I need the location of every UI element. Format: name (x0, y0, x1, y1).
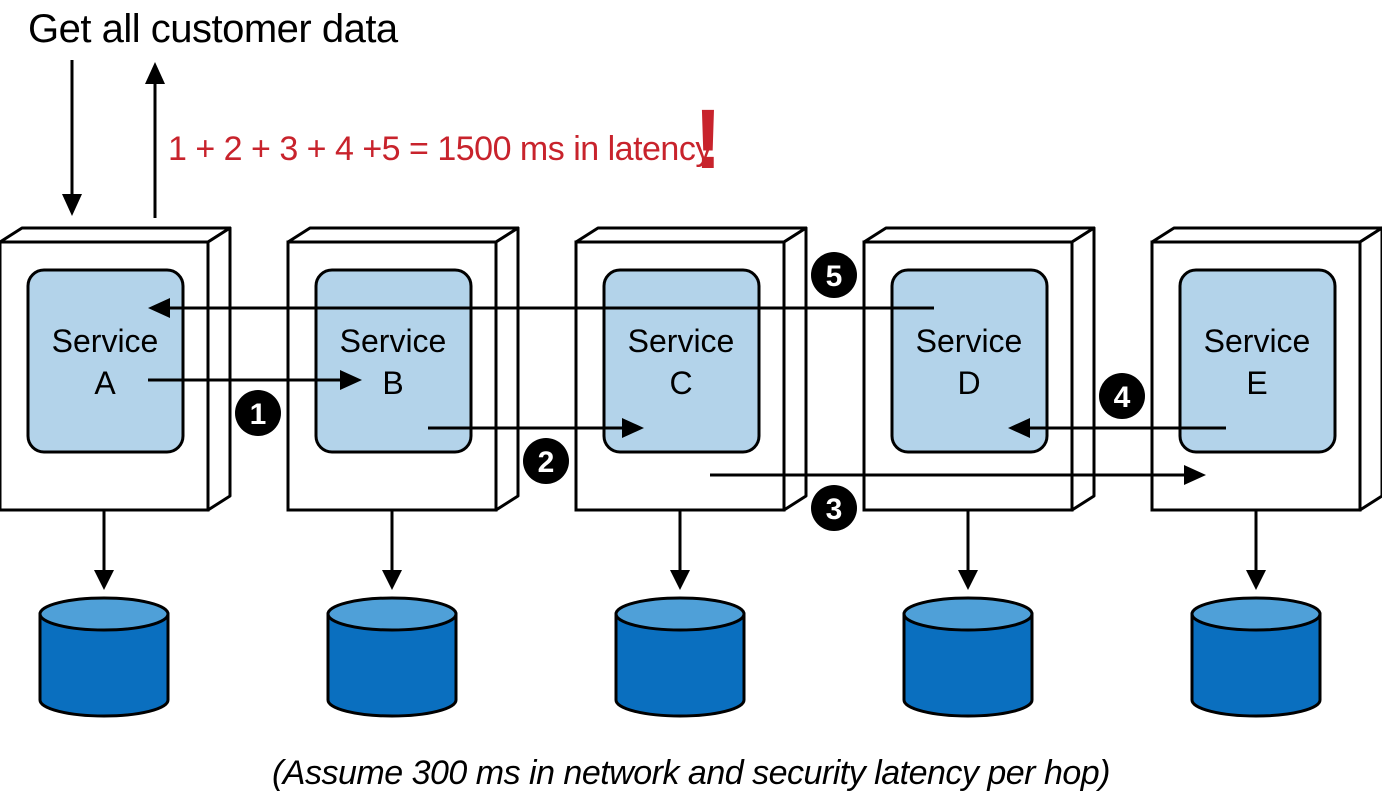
service-label-line1: Service (52, 323, 159, 359)
hop-badge-number: 4 (1114, 381, 1131, 414)
database-e (1190, 510, 1322, 718)
service-box-top-face (0, 226, 232, 244)
hop-badge-circle (523, 438, 569, 484)
service-label-line1: Service (916, 323, 1023, 359)
database-cylinder-body (38, 612, 170, 718)
database-cylinder-top (326, 596, 458, 632)
hop-badge-circle (811, 485, 857, 531)
service-label-line1: Service (628, 323, 735, 359)
db-connector-arrowhead (1246, 570, 1266, 590)
service-box-top-face (1150, 226, 1382, 244)
service-label-line1: Service (1204, 323, 1311, 359)
latency-formula: 1 + 2 + 3 + 4 +5 = 1500 ms in latency (168, 130, 712, 168)
service-box-top-face (862, 226, 1096, 244)
hop-arrows (148, 298, 1226, 485)
service-label-line2: B (382, 365, 403, 401)
service-box-side-face (1070, 226, 1096, 512)
service-label-line2: A (94, 365, 116, 401)
service-box-side-face (1358, 226, 1382, 512)
database-cylinder-top (1190, 596, 1322, 632)
db-connector-arrowhead (958, 570, 978, 590)
footnote: (Assume 300 ms in network and security l… (272, 754, 1110, 792)
service-label-line2: C (669, 365, 692, 401)
exclamation-mark: ! (694, 92, 722, 186)
hop-badge-3: 3 (811, 485, 857, 531)
service-box-side-face (206, 226, 232, 512)
database-cylinder-body (902, 612, 1034, 718)
service-box-top-face (574, 226, 808, 244)
service-label-line1: Service (340, 323, 447, 359)
hop-badge-number: 1 (250, 398, 267, 431)
database-c (614, 510, 746, 718)
hop-badge-circle (1099, 373, 1145, 419)
hop-arrow-3 (710, 465, 1206, 485)
database-cylinder-top (38, 596, 170, 632)
database-cylinder-top (614, 596, 746, 632)
database-cylinder-body (1190, 612, 1322, 718)
db-connector-arrowhead (94, 570, 114, 590)
hop-badge-number: 2 (538, 446, 555, 479)
service-panel (1178, 268, 1337, 454)
hop-badge-number: 3 (826, 493, 843, 526)
service-panel (890, 268, 1049, 454)
hop-badge-4: 4 (1099, 373, 1145, 419)
database-b (326, 510, 458, 718)
hop-arrow-1 (148, 370, 362, 390)
database-d (902, 510, 1034, 718)
service-box-side-face (494, 226, 520, 512)
hop-badge-circle (235, 390, 281, 436)
database-cylinder-body (614, 612, 746, 718)
database-a (38, 510, 170, 718)
hop-arrow-2 (428, 418, 644, 438)
hop-badge-1: 1 (235, 390, 281, 436)
service-label-line2: E (1246, 365, 1267, 401)
service-label-line2: D (957, 365, 980, 401)
diagram-title: Get all customer data (28, 7, 399, 51)
hop-badge-5: 5 (811, 252, 857, 298)
hop-badge-2: 2 (523, 438, 569, 484)
client-request-arrow (62, 60, 82, 216)
database-cylinder-body (326, 612, 458, 718)
db-connector-arrowhead (382, 570, 402, 590)
service-box-side-face (782, 226, 808, 512)
service-panel (314, 268, 473, 454)
hop-badges: 1 2 3 4 5 (235, 252, 1145, 531)
hop-arrow-4 (1008, 418, 1226, 438)
service-panel (26, 268, 185, 454)
hop-badge-circle (811, 252, 857, 298)
database-cylinder-top (902, 596, 1034, 632)
db-connector-arrowhead (670, 570, 690, 590)
databases-layer (38, 510, 1322, 718)
client-response-arrow (145, 62, 165, 218)
hop-badge-number: 5 (826, 260, 843, 293)
service-box-top-face (286, 226, 520, 244)
service-panel (602, 268, 761, 454)
hop-arrow-5 (148, 298, 934, 318)
